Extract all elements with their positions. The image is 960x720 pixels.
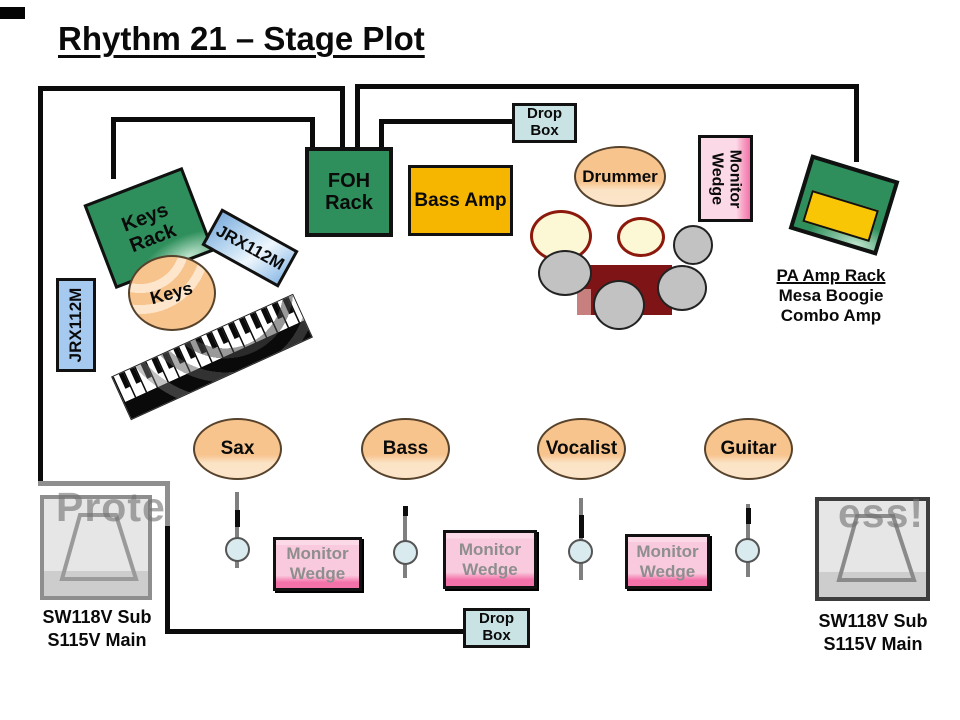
drop-box-bottom: Drop Box (463, 608, 530, 648)
mic-stand-base (393, 540, 418, 565)
cable-left-top-horizontal (38, 86, 345, 91)
microphone-icon (746, 508, 751, 524)
microphone-icon (579, 515, 584, 538)
cymbal-top-right (673, 225, 713, 265)
cable-left-bottom-horizontal (38, 481, 170, 486)
pa-amp-note-line: Combo Amp (780, 306, 882, 326)
cymbal-right (657, 265, 707, 311)
speaker-trapezoid-icon (836, 514, 917, 582)
jrx112m-label: JRX112M (65, 287, 85, 363)
keys-monitor-jrx112m-angled: JRX112M (201, 208, 299, 288)
pa-sub-right (815, 497, 930, 601)
cable-bottom-vertical-upper (165, 481, 170, 527)
monitor-wedge-3: Monitor Wedge (625, 534, 710, 589)
bass-amp: Bass Amp (408, 165, 513, 236)
foh-rack-label: FOH (327, 169, 371, 192)
cable-keysrack-drop (111, 117, 116, 179)
monitor-wedge-label: Monitor (458, 539, 522, 559)
cable-pa-amp-drop (854, 84, 859, 162)
keys-performer-spot: Keys (128, 255, 216, 331)
drum-tom-right (617, 217, 665, 257)
sub-label-line: S115V Main (47, 629, 147, 650)
drummer-spot: Drummer (574, 146, 666, 207)
mic-stand-base (225, 537, 250, 562)
drop-box-label: Drop (479, 610, 514, 628)
monitor-wedge-2: Monitor Wedge (443, 530, 537, 589)
cymbal-left (538, 250, 592, 296)
cable-foh-stub-left (340, 86, 345, 150)
monitor-wedge-label: Wedge (639, 561, 696, 581)
cable-foh-stub-right (355, 84, 360, 150)
pa-amp-note-line: Mesa Boogie (778, 286, 884, 306)
pa-sub-left (40, 495, 152, 600)
performer-spot-guitar: Guitar (704, 418, 793, 480)
performer-label: Vocalist (545, 438, 618, 459)
performer-label: Guitar (720, 438, 777, 459)
pa-amp-note-title: PA Amp Rack (776, 266, 886, 285)
pa-amp-note: PA Amp Rack Mesa Boogie Combo Amp (760, 266, 902, 326)
drop-box-label: Box (530, 122, 559, 139)
foh-rack-label: Rack (325, 192, 373, 214)
performer-spot-sax: Sax (193, 418, 282, 480)
speaker-trapezoid-icon (59, 513, 139, 581)
mic-stand-base (568, 539, 593, 564)
keys-label: Keys (148, 277, 196, 308)
mic-stand-pole (235, 492, 239, 568)
performer-label: Sax (220, 438, 255, 459)
monitor-wedge-label: Wedge (708, 152, 726, 205)
microphone-icon (235, 510, 240, 527)
monitor-wedge-label: Monitor (726, 149, 744, 208)
pa-sub-left-label: SW118V Sub S115V Main (28, 606, 166, 651)
performer-spot-bass: Bass (361, 418, 450, 480)
corner-mark (0, 7, 25, 19)
sub-label-line: S115V Main (823, 633, 923, 654)
sub-label-line: SW118V Sub (42, 607, 152, 627)
cymbal-bottom (593, 280, 645, 330)
pa-sub-right-label: SW118V Sub S115V Main (804, 610, 942, 655)
pa-amp-front (802, 189, 880, 243)
cable-left-vertical (38, 86, 43, 486)
bass-amp-label: Bass Amp (414, 189, 507, 211)
page-title: Rhythm 21 – Stage Plot (58, 20, 425, 57)
foh-rack: FOH Rack (305, 147, 393, 237)
cable-bottom-horizontal (165, 629, 467, 634)
watermark-text-left: Prote (56, 484, 166, 530)
cable-dropbox-horizontal (379, 119, 515, 124)
performer-spot-vocalist: Vocalist (537, 418, 626, 480)
monitor-wedge-1: Monitor Wedge (273, 537, 362, 591)
drop-box-label: Drop (527, 105, 562, 123)
mic-stand-base (735, 538, 760, 563)
watermark-text-right: ess! (838, 490, 925, 536)
monitor-wedge-label: Wedge (462, 559, 518, 579)
drum-riser-highlight (577, 289, 591, 315)
pa-amp (788, 154, 900, 256)
keys-monitor-jrx112m-side: JRX112M (56, 278, 96, 372)
sub-bottom-band (819, 572, 926, 597)
performer-label: Bass (382, 438, 429, 459)
cable-bottom-vertical-lower (165, 526, 170, 634)
monitor-wedge-label: Wedge (289, 564, 346, 583)
drop-box-label: Box (482, 627, 511, 644)
drummer-monitor-wedge: Monitor Wedge (698, 135, 753, 222)
jrx112m-label: JRX112M (212, 221, 288, 275)
drop-box-top: Drop Box (512, 103, 577, 143)
drum-riser (577, 265, 672, 315)
microphone-icon (403, 506, 408, 516)
cable-right-horizontal (355, 84, 859, 89)
cable-keysrack-foh-stub (310, 117, 315, 150)
cable-dropbox-stub (379, 119, 384, 150)
cable-keysrack-horizontal (111, 117, 315, 122)
drummer-label: Drummer (582, 166, 658, 186)
sub-label-line: SW118V Sub (818, 611, 928, 631)
monitor-wedge-label: Monitor (636, 541, 699, 561)
monitor-wedge-label: Monitor (286, 544, 349, 564)
